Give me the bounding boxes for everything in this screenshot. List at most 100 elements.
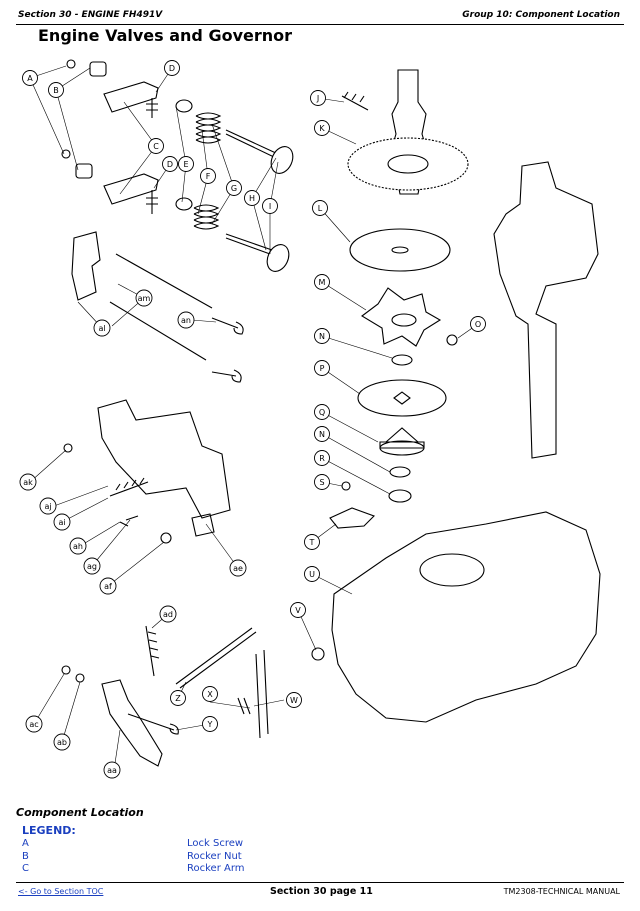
callout-label-m: M xyxy=(319,278,326,287)
figure-caption: Component Location xyxy=(16,806,144,819)
governor-bracket xyxy=(97,399,231,519)
callout-label-z: Z xyxy=(175,694,181,703)
callout-label-ah: ah xyxy=(73,542,83,551)
callout-label-a: A xyxy=(27,74,33,83)
callout-label-e: E xyxy=(183,160,188,169)
callout-label-l: L xyxy=(318,204,323,213)
callout-ai xyxy=(53,513,71,531)
washer-l xyxy=(349,228,451,272)
callout-x xyxy=(202,686,218,702)
rocker-nut-lower xyxy=(75,163,93,179)
exploded-parts-diagram: A B C D D E F G H I J K L M N O P Q N R … xyxy=(19,59,601,779)
callout-label-k: K xyxy=(319,124,325,133)
rocker-arm-lower xyxy=(103,173,159,205)
callout-j xyxy=(310,90,326,106)
callout-p xyxy=(314,360,330,376)
callout-aa xyxy=(103,761,121,779)
spring-pin xyxy=(63,443,73,453)
callout-m xyxy=(314,274,330,290)
callout-label-w: W xyxy=(290,696,298,705)
push-rod-lower xyxy=(109,301,207,361)
callout-label-ag: ag xyxy=(87,562,97,571)
oil-plug-o xyxy=(446,334,458,346)
crankcase xyxy=(331,511,601,723)
tappet-lower xyxy=(211,369,242,383)
callout-label-b: B xyxy=(53,86,59,95)
callout-n1 xyxy=(314,328,330,344)
callout-label-aa: aa xyxy=(107,766,117,775)
callout-ah xyxy=(69,537,87,555)
valve-cap-lower xyxy=(175,197,193,211)
cam-gear-hub xyxy=(387,154,429,174)
legend-letter: C xyxy=(22,863,29,874)
callout-ae xyxy=(229,559,247,577)
governor-shaft xyxy=(175,627,257,689)
lock-screw-upper xyxy=(66,59,76,69)
lever-washer-ab xyxy=(75,673,85,683)
section-toc-link[interactable]: <- Go to Section TOC xyxy=(18,887,104,896)
callout-label-am: am xyxy=(138,294,151,303)
callout-f xyxy=(200,168,216,184)
callout-label-u: U xyxy=(309,570,315,579)
callout-label-x: X xyxy=(207,690,213,699)
callout-label-ai: ai xyxy=(58,518,65,527)
legend-row: A Lock Screw xyxy=(22,838,422,851)
callout-label-j: J xyxy=(316,94,319,103)
governor-spring xyxy=(109,477,149,497)
cam-gear xyxy=(347,137,469,191)
seal-v xyxy=(311,647,325,661)
mounting-nut xyxy=(160,532,172,544)
header-section: Section 30 - ENGINE FH491V xyxy=(18,10,163,20)
callout-label-ak: ak xyxy=(23,478,33,487)
legend-text: Rocker Arm xyxy=(187,863,245,874)
governor-spring-ad xyxy=(145,625,160,677)
callout-c xyxy=(148,138,164,154)
retaining-ring-n xyxy=(391,354,413,366)
legend-text: Lock Screw xyxy=(187,838,244,849)
lever-bolt xyxy=(127,713,179,735)
page-title: Engine Valves and Governor xyxy=(38,26,293,45)
bracket-bolt xyxy=(119,515,139,527)
callout-label-s: S xyxy=(319,478,324,487)
thrust-washer xyxy=(388,489,412,503)
callout-label-d2: D xyxy=(167,160,173,169)
rocker-stud-lower xyxy=(146,190,158,214)
rocker-stud-upper xyxy=(146,98,158,118)
callout-i xyxy=(262,198,278,214)
callout-label-al: al xyxy=(98,324,105,333)
callout-r xyxy=(314,450,330,466)
page-number: Section 30 page 11 xyxy=(270,886,373,897)
legend-text: Rocker Nut xyxy=(187,850,242,862)
valve-spring-upper xyxy=(195,112,222,144)
legend-letter: A xyxy=(22,838,29,849)
governor-cup xyxy=(357,379,447,417)
valve-lower xyxy=(225,233,273,255)
callout-o xyxy=(470,316,486,332)
plate-t xyxy=(329,507,375,529)
callout-g xyxy=(226,180,242,196)
callout-t xyxy=(304,534,320,550)
callout-label-ac: ac xyxy=(29,720,38,729)
header-group: Group 10: Component Location xyxy=(462,10,620,20)
valve-head-lower xyxy=(266,244,290,272)
callout-e xyxy=(178,156,194,172)
legend-title: LEGEND: xyxy=(22,824,76,837)
callout-ab xyxy=(53,733,71,751)
legend-row: C Rocker Arm xyxy=(22,863,422,876)
push-rod-upper xyxy=(115,253,213,309)
callout-h xyxy=(244,190,260,206)
callout-label-an: an xyxy=(181,316,191,325)
governor-flyweight xyxy=(361,287,442,347)
valve-spring-lower xyxy=(193,204,220,230)
callout-label-y: Y xyxy=(207,720,213,729)
manual-id: TM2308-TECHNICAL MANUAL xyxy=(503,887,620,896)
callout-al xyxy=(93,319,111,337)
bracket-clip xyxy=(191,513,215,537)
governor-cup-center xyxy=(393,391,411,405)
legend-letter: B xyxy=(22,850,29,862)
callout-y xyxy=(202,716,218,732)
callout-q xyxy=(314,404,330,420)
callout-v xyxy=(290,602,306,618)
callout-an xyxy=(177,311,195,329)
callout-l xyxy=(312,200,328,216)
